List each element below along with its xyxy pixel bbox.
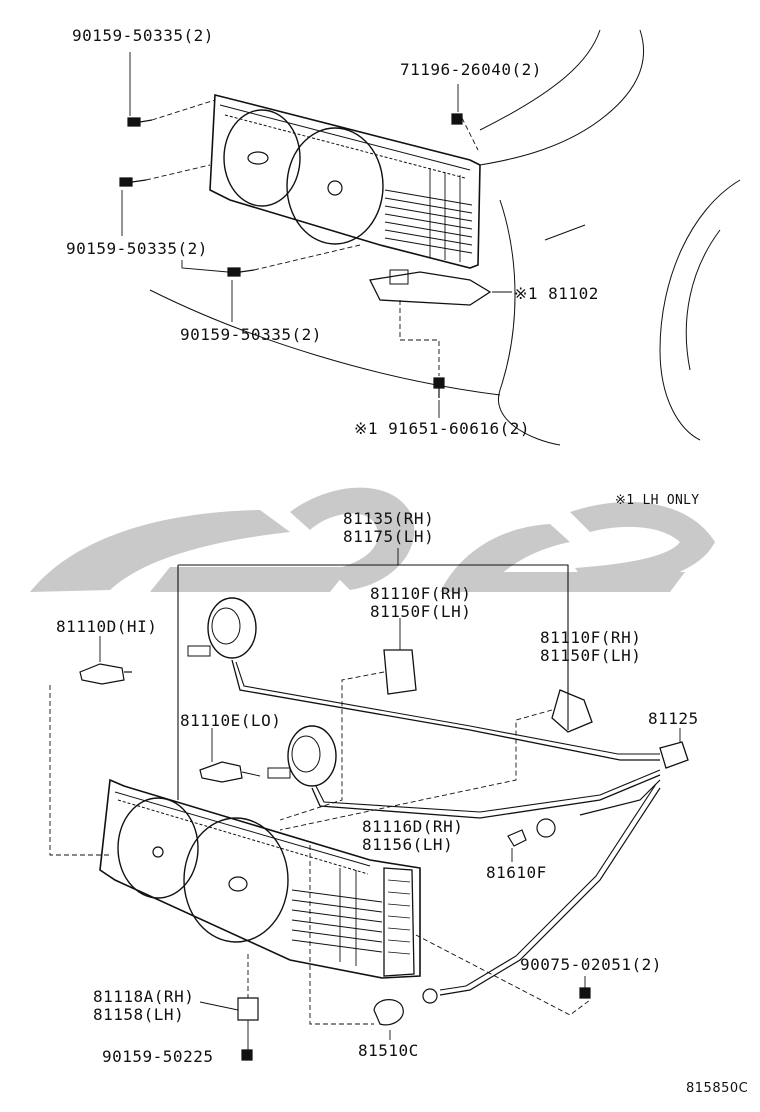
label-socket-b-lh: 81150F(LH) [540, 646, 642, 665]
label-socket-b-rh: 81110F(RH) [540, 628, 642, 647]
label-screw-lh: ※1 91651-60616(2) [354, 419, 531, 438]
label-note-lh-only: ※1 LH ONLY [615, 493, 700, 508]
bottom-headlamp-assembly [49, 548, 689, 1061]
label-lamp-assy-lh: 81175(LH) [343, 527, 435, 546]
bolt-icon [227, 267, 255, 277]
watermark-logo [30, 487, 715, 592]
bulb-lo-icon [199, 761, 243, 783]
label-bulb-small: 81610F [486, 863, 547, 882]
bulb-hi-icon [79, 663, 132, 685]
label-lens-lh: 81156(LH) [362, 835, 454, 854]
socket-wire-icon [422, 818, 556, 1004]
label-lamp-assy-rh: 81135(RH) [343, 509, 435, 528]
screw-icon [433, 377, 445, 398]
bulb-turn-icon [373, 999, 404, 1026]
label-bulb-hi: 81110D(HI) [56, 617, 158, 636]
label-clip-top: 71196-26040(2) [400, 60, 542, 79]
diagram-code: 815850C [686, 1081, 749, 1096]
top-headlamp-assembly [119, 29, 741, 446]
label-bulb-lo: 81110E(LO) [180, 711, 282, 730]
label-socket-a-lh: 81150F(LH) [370, 602, 472, 621]
label-bracket-81102: ※1 81102 [514, 284, 599, 303]
label-bracket-lh: 81158(LH) [93, 1005, 185, 1024]
label-bolt-top: 90159-50335(2) [72, 26, 214, 45]
bulb-small-icon [507, 829, 527, 847]
label-bolt-low: 90159-50335(2) [180, 325, 322, 344]
label-bolt-bottom: 90159-50225 [102, 1047, 214, 1066]
bolt-icon [241, 1049, 253, 1061]
label-lens-rh: 81116D(RH) [362, 817, 464, 836]
label-bulb-turn: 81510C [358, 1041, 419, 1060]
bolt-icon [119, 177, 147, 187]
label-wire: 81125 [648, 709, 699, 728]
label-bracket-rh: 81118A(RH) [93, 987, 195, 1006]
label-screw-lower: 90075-02051(2) [520, 955, 662, 974]
screw-icon [579, 987, 591, 999]
label-socket-a-rh: 81110F(RH) [370, 584, 472, 603]
clip-icon [451, 113, 463, 125]
bolt-icon [127, 117, 153, 127]
label-bolt-mid: 90159-50335(2) [66, 239, 208, 258]
